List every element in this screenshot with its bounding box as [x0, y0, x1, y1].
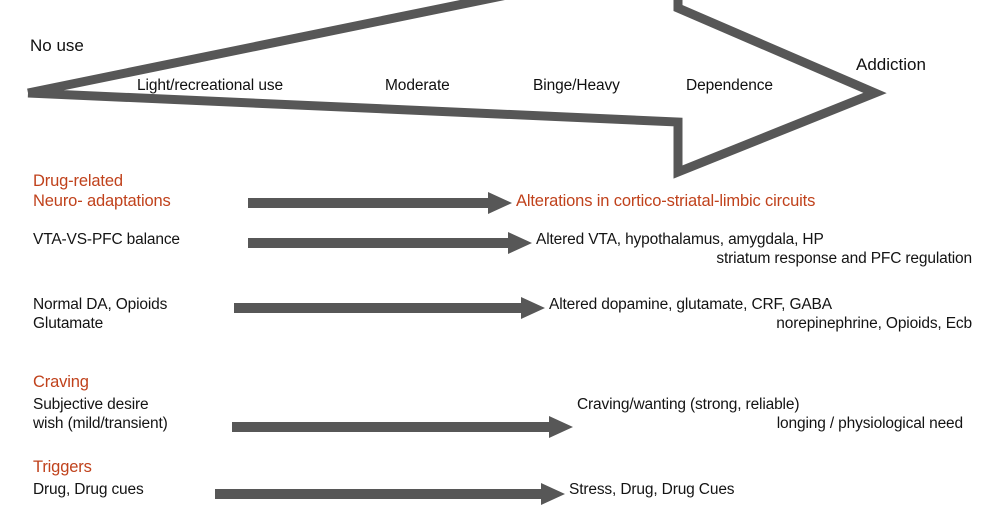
section-craving-heading: Craving [33, 373, 89, 391]
section-craving-left-line2: wish (mild/transient) [33, 415, 168, 432]
section-neuroadaptations-heading-line1: Drug-related [33, 172, 123, 190]
section-neurotransmitters-right-line2: norepinephrine, Opioids, Ecb [776, 315, 972, 332]
section-craving-left-line1: Subjective desire [33, 396, 149, 413]
section-neurotransmitters-left-line2: Glutamate [33, 315, 104, 332]
flow-arrow-triggers [215, 483, 565, 505]
continuum-stage-moderate: Moderate [385, 77, 450, 94]
section-triggers-heading: Triggers [33, 458, 92, 476]
continuum-end-label: Addiction [856, 55, 926, 74]
section-craving-right-line1: Craving/wanting (strong, reliable) [577, 396, 800, 413]
flow-arrow-vta [248, 232, 532, 254]
continuum-stage-dependence: Dependence [686, 77, 773, 94]
flow-arrow-craving [232, 416, 573, 438]
continuum-stage-light: Light/recreational use [137, 77, 284, 94]
section-neurotransmitters-left-line1: Normal DA, Opioids [33, 296, 168, 313]
section-craving-right-line2: longing / physiological need [776, 415, 963, 432]
section-vta-left-line1: VTA-VS-PFC balance [33, 231, 180, 248]
continuum-start-label: No use [30, 36, 84, 55]
section-neurotransmitters-right-line1: Altered dopamine, glutamate, CRF, GABA [549, 296, 832, 313]
section-vta-right-line2: striatum response and PFC regulation [716, 250, 972, 267]
flow-arrow-neuroadaptations [248, 192, 512, 214]
section-neuroadaptations-right-heading: Alterations in cortico-striatal-limbic c… [516, 192, 816, 210]
section-triggers-left-line1: Drug, Drug cues [33, 481, 144, 498]
section-neuroadaptations-heading-line2: Neuro- adaptations [33, 192, 171, 210]
section-triggers-right-line1: Stress, Drug, Drug Cues [569, 481, 735, 498]
flow-arrow-neurotransmitters [234, 297, 545, 319]
section-vta-right-line1: Altered VTA, hypothalamus, amygdala, HP [536, 231, 824, 248]
continuum-stage-binge: Binge/Heavy [533, 77, 620, 94]
